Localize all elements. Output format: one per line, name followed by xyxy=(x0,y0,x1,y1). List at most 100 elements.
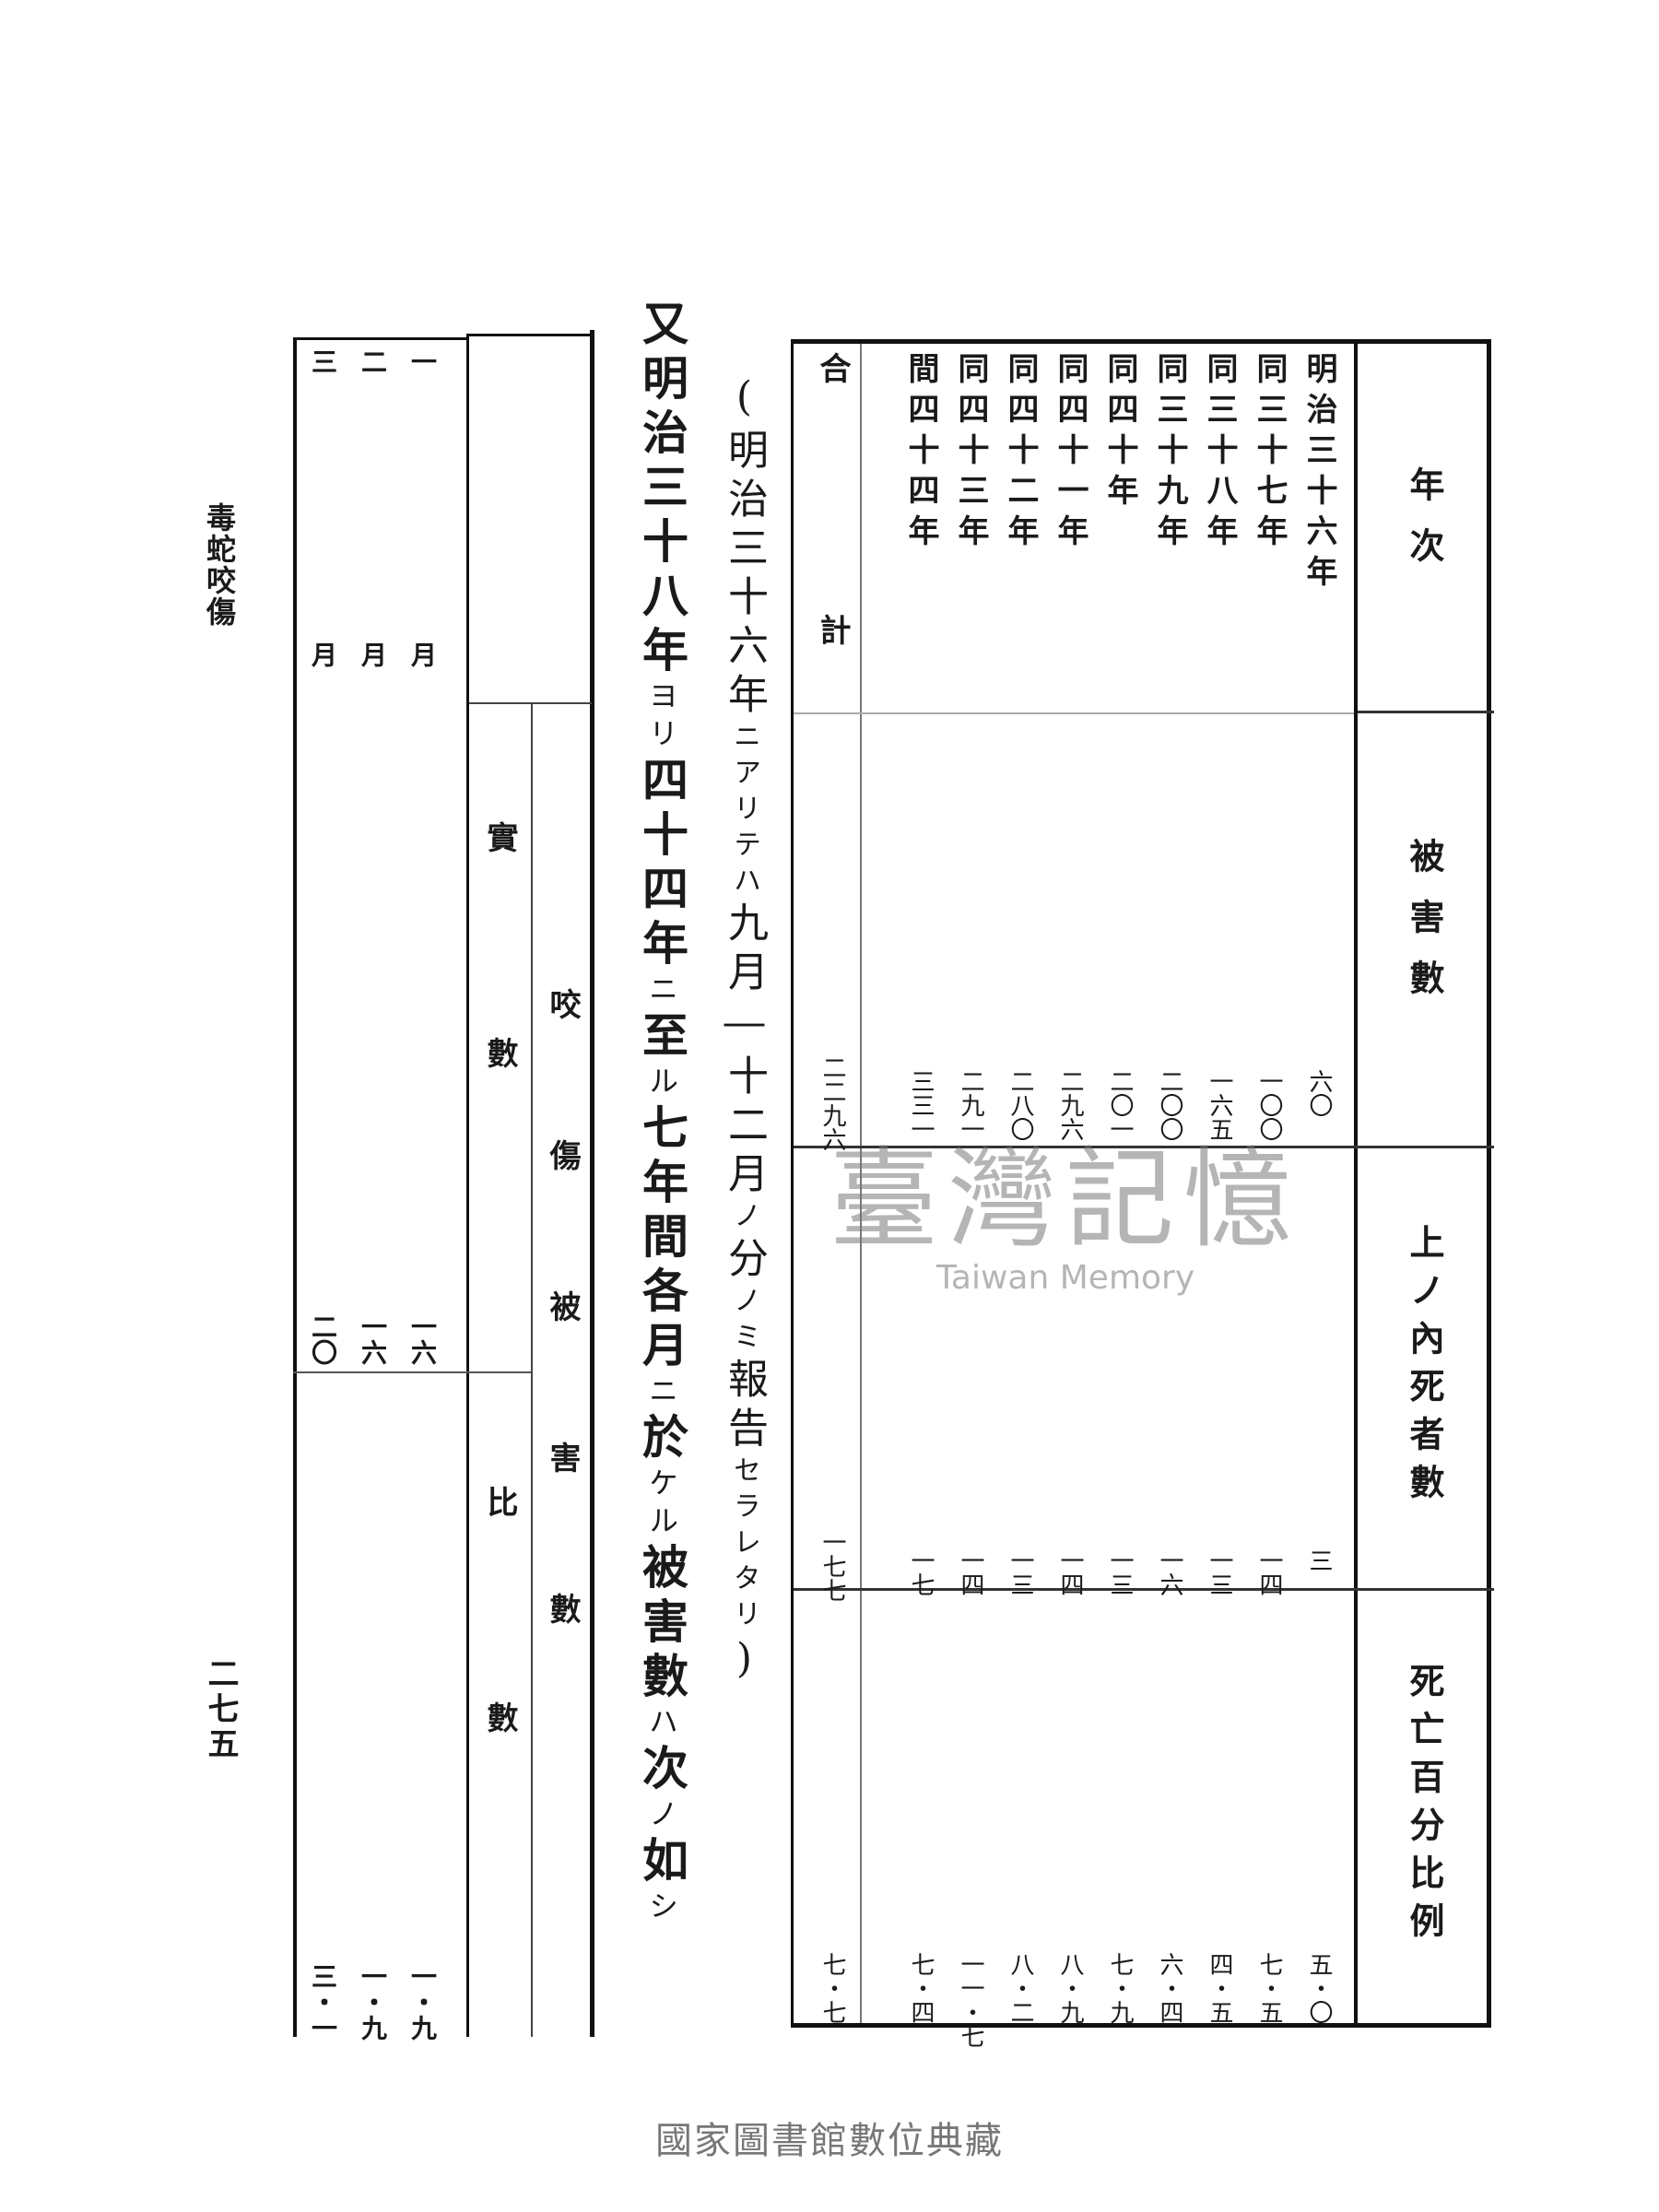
header-deaths: 上ノ內死者數 xyxy=(1404,1224,1445,1512)
monthly-statistics-table: 咬傷被害數 實數 比數 xyxy=(293,330,595,2037)
month-cell: 二月 xyxy=(358,348,388,935)
total-label: 合計 xyxy=(814,352,851,876)
note-kana-4: セラレタリ xyxy=(728,1455,760,1635)
footer-credit: 國家圖書館數位典藏 xyxy=(655,2120,1004,2162)
header-rate: 死亡百分比例 xyxy=(1404,1663,1445,1950)
victims-cell: 一六五 xyxy=(1206,1069,1233,1141)
left-table-left-rule xyxy=(293,337,297,2037)
rate-cell: 七・九 xyxy=(1106,1952,1134,2024)
note-months: 九月―十二月 xyxy=(721,901,768,1201)
total-column-separator xyxy=(860,344,862,2023)
note-hokoku: 報告 xyxy=(721,1358,768,1455)
header-ratio: 比數 xyxy=(481,1486,518,1917)
watermark-chinese: 臺灣記憶 xyxy=(830,1135,1302,1263)
header-row-rule xyxy=(469,702,592,704)
year-divider xyxy=(794,712,1354,714)
year-cell: 同三十七年 xyxy=(1251,352,1288,555)
header-divider-3 xyxy=(794,1588,1494,1591)
body-kana-4: ニ xyxy=(644,1375,679,1413)
victims-cell: 二九六 xyxy=(1056,1069,1084,1141)
body-kana-8: シ xyxy=(644,1890,679,1928)
year-cell: 同四十年 xyxy=(1101,352,1138,514)
ratio-cell: 三・一 xyxy=(308,1963,338,2041)
watermark: 臺灣記憶 Taiwan Memory xyxy=(830,1111,1301,1297)
body-kana-5: ケル xyxy=(644,1467,679,1543)
rate-cell: 一一・七 xyxy=(957,1952,984,2048)
month-cell: 三月 xyxy=(308,348,338,935)
body-kana-3: ル xyxy=(644,1065,679,1103)
body-kana-6: ハ xyxy=(644,1706,679,1744)
header-bite-damage: 咬傷被害數 xyxy=(544,988,581,1744)
total-rate: 七・七 xyxy=(818,1952,846,2024)
note-kana-2: ノ xyxy=(728,1201,760,1237)
note-kana-3: ノミ xyxy=(728,1286,760,1358)
note-date: 明治三十六年 xyxy=(721,429,768,722)
deaths-cell: 一三 xyxy=(1206,1548,1233,1596)
victims-cell: 二九一 xyxy=(957,1069,984,1141)
deaths-cell: 一三 xyxy=(1006,1548,1034,1596)
body-part-5: 於 xyxy=(635,1413,689,1467)
rate-cell: 七・四 xyxy=(907,1952,935,2024)
rate-cell: 八・二 xyxy=(1006,1952,1034,2024)
watermark-english: Taiwan Memory xyxy=(935,1259,1195,1297)
body-part-7: 次 xyxy=(635,1744,689,1798)
victims-cell: 二〇一 xyxy=(1106,1069,1134,1141)
body-part-3: 至 xyxy=(635,1011,689,1065)
left-table-top-rule xyxy=(293,337,466,340)
year-cell: 同四十三年 xyxy=(952,352,989,555)
table-note: (明治三十六年ニアリテハ九月―十二月ノ分ノミ報告セラレタリ) xyxy=(721,373,768,1690)
sub-header-rule xyxy=(531,702,533,2037)
deaths-cell: 一四 xyxy=(957,1548,984,1596)
body-part-1: 又明治三十八年 xyxy=(635,300,689,680)
ratio-cell: 一・九 xyxy=(358,1963,388,2041)
actual-cell: 二〇 xyxy=(308,1313,338,1365)
rate-cell: 五・〇 xyxy=(1305,1952,1333,2024)
left-table-top-rule-2 xyxy=(466,334,592,336)
note-kana-1: ニアリテハ xyxy=(728,722,760,901)
deaths-cell: 一四 xyxy=(1255,1548,1283,1596)
header-divider-1 xyxy=(1358,711,1494,713)
deaths-cell: 一三 xyxy=(1106,1548,1134,1596)
header-divider-2 xyxy=(794,1146,1494,1148)
running-head: 毒蛇咬傷 xyxy=(202,502,237,628)
body-text: 又明治三十八年ヨリ四十四年ニ至ル七年間各月ニ於ケル被害數ハ次ノ如シ xyxy=(635,300,689,1928)
deaths-cell: 三 xyxy=(1305,1548,1333,1572)
ratio-cell: 一・九 xyxy=(407,1963,438,2041)
page-number: 二七五 xyxy=(202,1657,239,1762)
left-table-right-rule xyxy=(590,330,594,2037)
victims-cell: 一〇〇 xyxy=(1255,1069,1283,1141)
year-cell: 同三十九年 xyxy=(1151,352,1188,555)
victims-cell: 六〇 xyxy=(1305,1069,1333,1117)
deaths-cell: 一七 xyxy=(907,1548,935,1596)
victims-cell: 二八〇 xyxy=(1006,1069,1034,1141)
year-cell: 同三十八年 xyxy=(1201,352,1238,555)
rate-cell: 四・五 xyxy=(1206,1952,1233,2024)
body-part-6: 被害數 xyxy=(635,1543,689,1706)
year-cell: 同四十二年 xyxy=(1002,352,1039,555)
total-deaths: 一七七 xyxy=(818,1530,846,1602)
left-table-inner-rule xyxy=(466,334,469,2037)
header-column-separator xyxy=(1354,344,1358,2023)
actual-cell: 一六 xyxy=(358,1313,388,1365)
rate-cell: 六・四 xyxy=(1156,1952,1183,2024)
year-cell: 同四十一年 xyxy=(1052,352,1088,555)
body-part-2: 四十四年 xyxy=(635,756,689,973)
body-part-4: 七年間各月 xyxy=(635,1103,689,1375)
note-bun: 分 xyxy=(721,1237,768,1286)
victims-cell: 二〇〇 xyxy=(1156,1069,1183,1141)
deaths-cell: 一六 xyxy=(1156,1548,1183,1596)
total-victims: 二二九六 xyxy=(818,1055,846,1151)
body-kana-7: ノ xyxy=(644,1798,679,1836)
header-victims: 被害數 xyxy=(1404,838,1445,1020)
year-cell: 明治三十六年 xyxy=(1300,352,1337,595)
body-part-8: 如 xyxy=(635,1836,689,1890)
note-open-paren: ( xyxy=(721,373,768,429)
actual-cell: 一六 xyxy=(407,1313,438,1365)
rate-cell: 八・九 xyxy=(1056,1952,1084,2024)
header-year: 年次 xyxy=(1404,466,1445,588)
rate-cell: 七・五 xyxy=(1255,1952,1283,2024)
yearly-statistics-table: 年次 被害數 上ノ內死者數 死亡百分比例 xyxy=(791,339,1494,2028)
body-kana-1: ヨリ xyxy=(644,680,679,756)
note-close-paren: ) xyxy=(721,1635,768,1690)
